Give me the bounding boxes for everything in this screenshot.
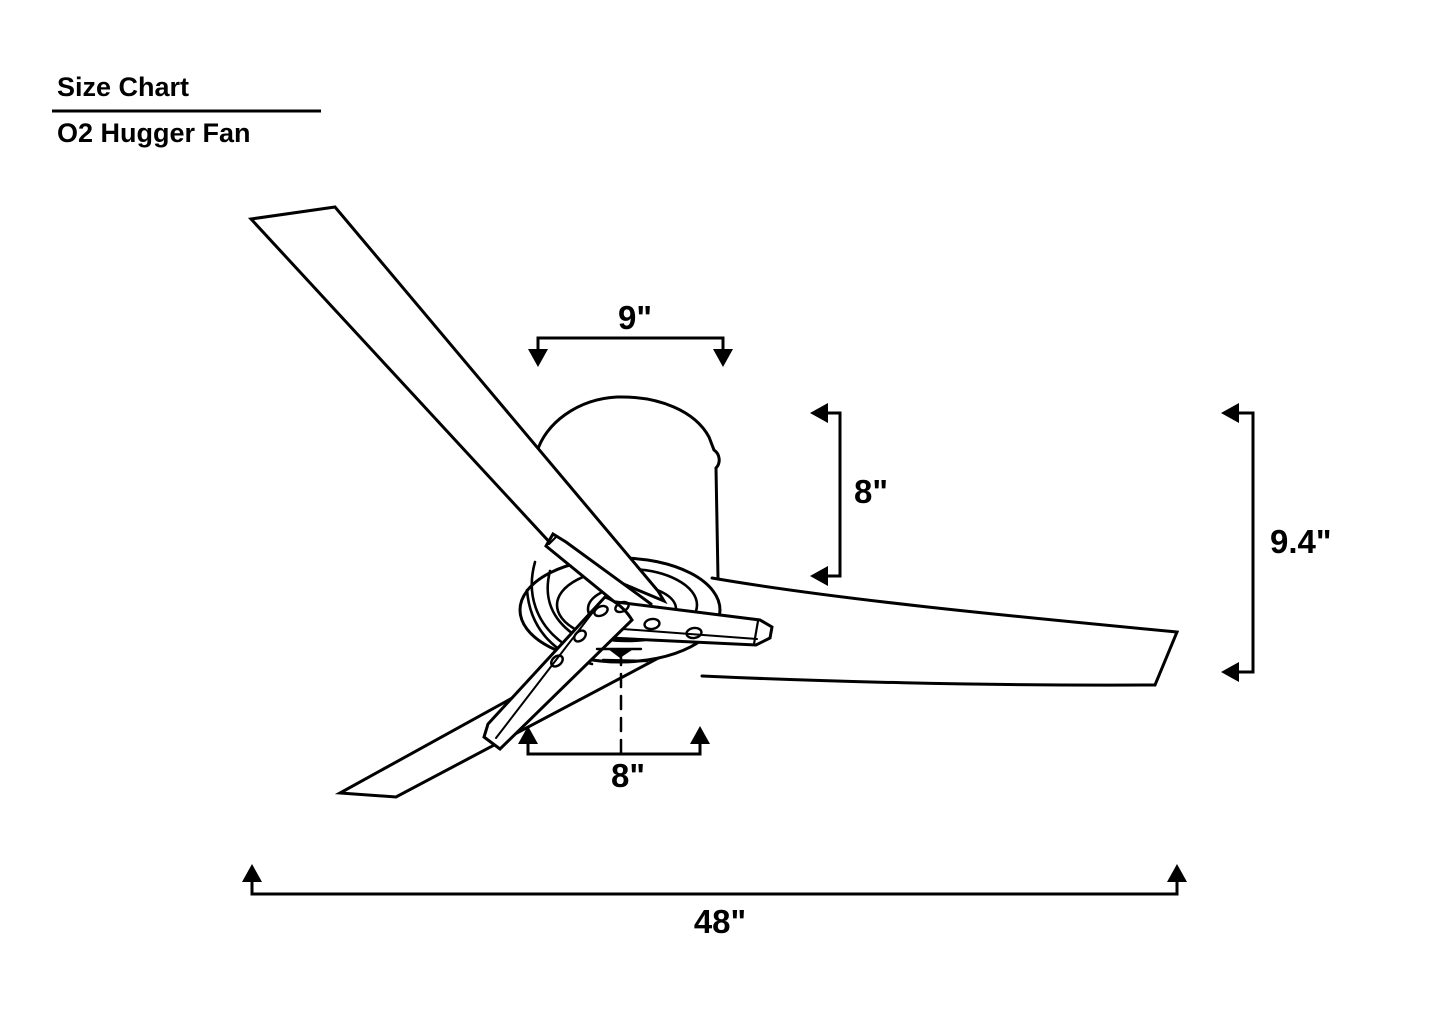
dimension-label-overall-height: 9.4": [1270, 523, 1332, 560]
arrow-left-icon: [1221, 662, 1239, 682]
fan-drawing: [247, 205, 1180, 799]
dimension-line: [536, 336, 725, 352]
dimension-blade-span: 48": [242, 864, 1187, 940]
dimension-housing-height: 8": [810, 403, 888, 586]
page-subtitle: O2 Hugger Fan: [57, 118, 251, 148]
blade-iron-top-bevel: [547, 534, 559, 546]
dimension-label-hub-width: 8": [611, 757, 645, 794]
dimension-annotations: 9" 8" 9.4" 8" 48": [242, 299, 1332, 940]
dimension-line: [250, 880, 1179, 896]
arrow-left-icon: [1221, 403, 1239, 423]
blade-iron-bottom-left: [482, 595, 634, 751]
blade-iron-right-bevel: [752, 619, 760, 646]
screw-hole: [550, 654, 564, 668]
title-block: Size Chart O2 Hugger Fan: [52, 72, 321, 148]
arrow-down-icon: [528, 349, 548, 367]
dimension-label-housing-width: 9": [618, 299, 652, 336]
motor-housing-outline: [535, 395, 721, 580]
screw-hole: [573, 629, 587, 643]
hub-arc-left-outer: [530, 560, 566, 646]
arrow-down-icon: [713, 349, 733, 367]
screw-holes: [550, 600, 703, 668]
dimension-overall-height: 9.4": [1221, 403, 1332, 682]
hub-cap-line-2: [601, 658, 649, 663]
arrow-left-icon: [810, 566, 828, 586]
dimension-line: [526, 742, 702, 756]
arrow-up-icon: [690, 726, 710, 744]
screw-hole: [643, 617, 661, 631]
blade-iron-right-ridge: [608, 627, 758, 640]
screw-hole: [593, 604, 609, 618]
arrow-up-icon: [518, 726, 538, 744]
page-title: Size Chart: [57, 72, 189, 102]
arrow-up-icon: [1167, 864, 1187, 882]
dimension-line: [828, 411, 842, 578]
hub-arc-left-inner: [546, 569, 578, 638]
dimension-hub-width: 8": [518, 726, 710, 794]
dimension-label-blade-span: 48": [694, 903, 746, 940]
dimension-label-housing-height: 8": [854, 473, 888, 510]
fan-blade-top: [247, 205, 668, 605]
fan-blade-right-outline: [700, 576, 1180, 687]
arrow-left-icon: [810, 403, 828, 423]
arrow-up-icon: [242, 864, 262, 882]
screw-hole: [685, 626, 703, 640]
screw-hole: [614, 600, 630, 614]
dimension-line: [1229, 411, 1255, 674]
dimension-housing-width: 9": [528, 299, 733, 367]
fan-blade-right-body: [697, 578, 1177, 686]
